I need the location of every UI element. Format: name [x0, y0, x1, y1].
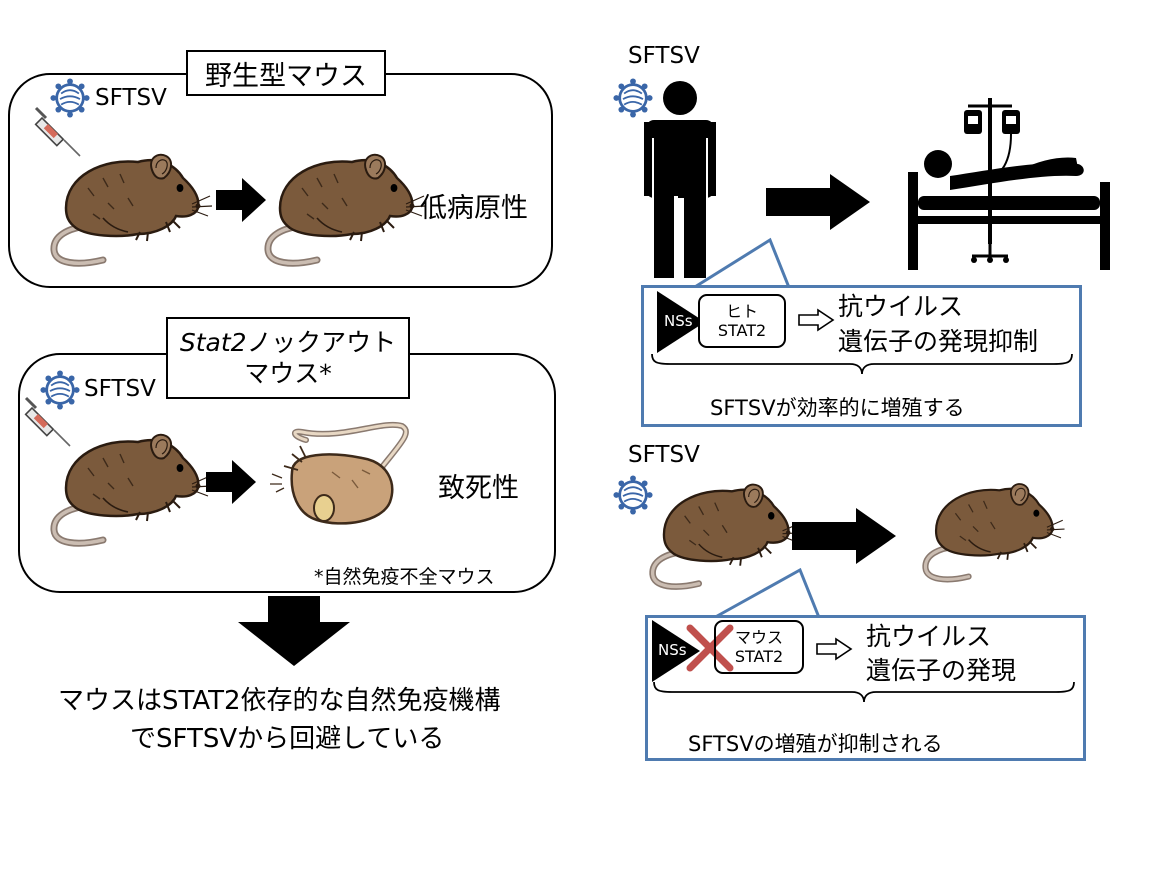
knockout-outcome: 致死性 — [438, 473, 519, 504]
human-stat2-box: ヒト STAT2 — [698, 294, 786, 348]
wildtype-outcome: 低病原性 — [420, 193, 528, 224]
arrow-right-icon — [216, 178, 266, 222]
wildtype-virus-label: SFTSV — [95, 85, 167, 111]
nss-triangle — [652, 620, 700, 682]
nss-label: NSs — [664, 312, 693, 330]
knockout-title-box: Stat2ノックアウト マウス* — [166, 317, 410, 399]
human-result-line1: 抗ウイルス — [838, 292, 964, 321]
brace — [651, 353, 1073, 375]
nss-triangle — [657, 291, 705, 353]
human-virus-label: SFTSV — [628, 43, 700, 69]
arrow-right-icon — [792, 508, 896, 564]
mouse-result-line1: 抗ウイルス — [866, 622, 992, 651]
human-result-line2: 遺伝子の発現抑制 — [838, 327, 1039, 356]
conclusion-line1: マウスはSTAT2依存的な自然免疫機構 — [58, 686, 501, 716]
gene-label-line1: ヒト — [725, 301, 758, 321]
mouse-stat2-box: マウス STAT2 — [714, 620, 804, 674]
knockout-virus-label: SFTSV — [84, 376, 156, 402]
callout-pointer — [704, 567, 823, 622]
hospital-bed-icon — [908, 98, 1110, 270]
dead-mouse-icon — [270, 421, 409, 525]
knockout-title-line1: Stat2ノックアウト — [180, 327, 396, 358]
callout-pointer — [684, 237, 793, 292]
brace — [653, 681, 1075, 703]
nss-label: NSs — [658, 641, 687, 659]
gene-label-line2: STAT2 — [734, 647, 784, 666]
conclusion-line2: でSFTSVから回避している — [130, 724, 445, 754]
knockout-title-rest: ノックアウト — [246, 327, 397, 357]
knockout-title-line2: マウス* — [244, 359, 332, 388]
mouse-summary: SFTSVの増殖が抑制される — [688, 732, 943, 756]
mouse-icon — [48, 148, 218, 273]
arrow-right-icon — [206, 460, 256, 504]
knockout-title-gene: Stat2 — [179, 327, 247, 357]
outline-arrow-icon — [816, 637, 853, 661]
mouse-icon — [262, 148, 432, 273]
human-icon — [644, 81, 716, 278]
gene-label-line2: STAT2 — [717, 321, 767, 340]
mouse-virus-label: SFTSV — [628, 442, 700, 468]
wildtype-title: 野生型マウス — [205, 60, 367, 92]
arrow-down-icon — [238, 596, 350, 666]
mouse-icon — [920, 478, 1070, 588]
cross-icon — [686, 624, 734, 672]
arrow-right-icon — [766, 174, 870, 230]
mouse-result-line2: 遺伝子の発現 — [866, 656, 1017, 685]
human-summary: SFTSVが効率的に増殖する — [710, 396, 965, 420]
gene-label-line1: マウス — [734, 627, 783, 647]
outline-arrow-icon — [798, 308, 835, 332]
knockout-footnote: *自然免疫不全マウス — [314, 566, 495, 588]
wildtype-title-box: 野生型マウス — [186, 50, 386, 96]
mouse-icon — [48, 428, 218, 553]
